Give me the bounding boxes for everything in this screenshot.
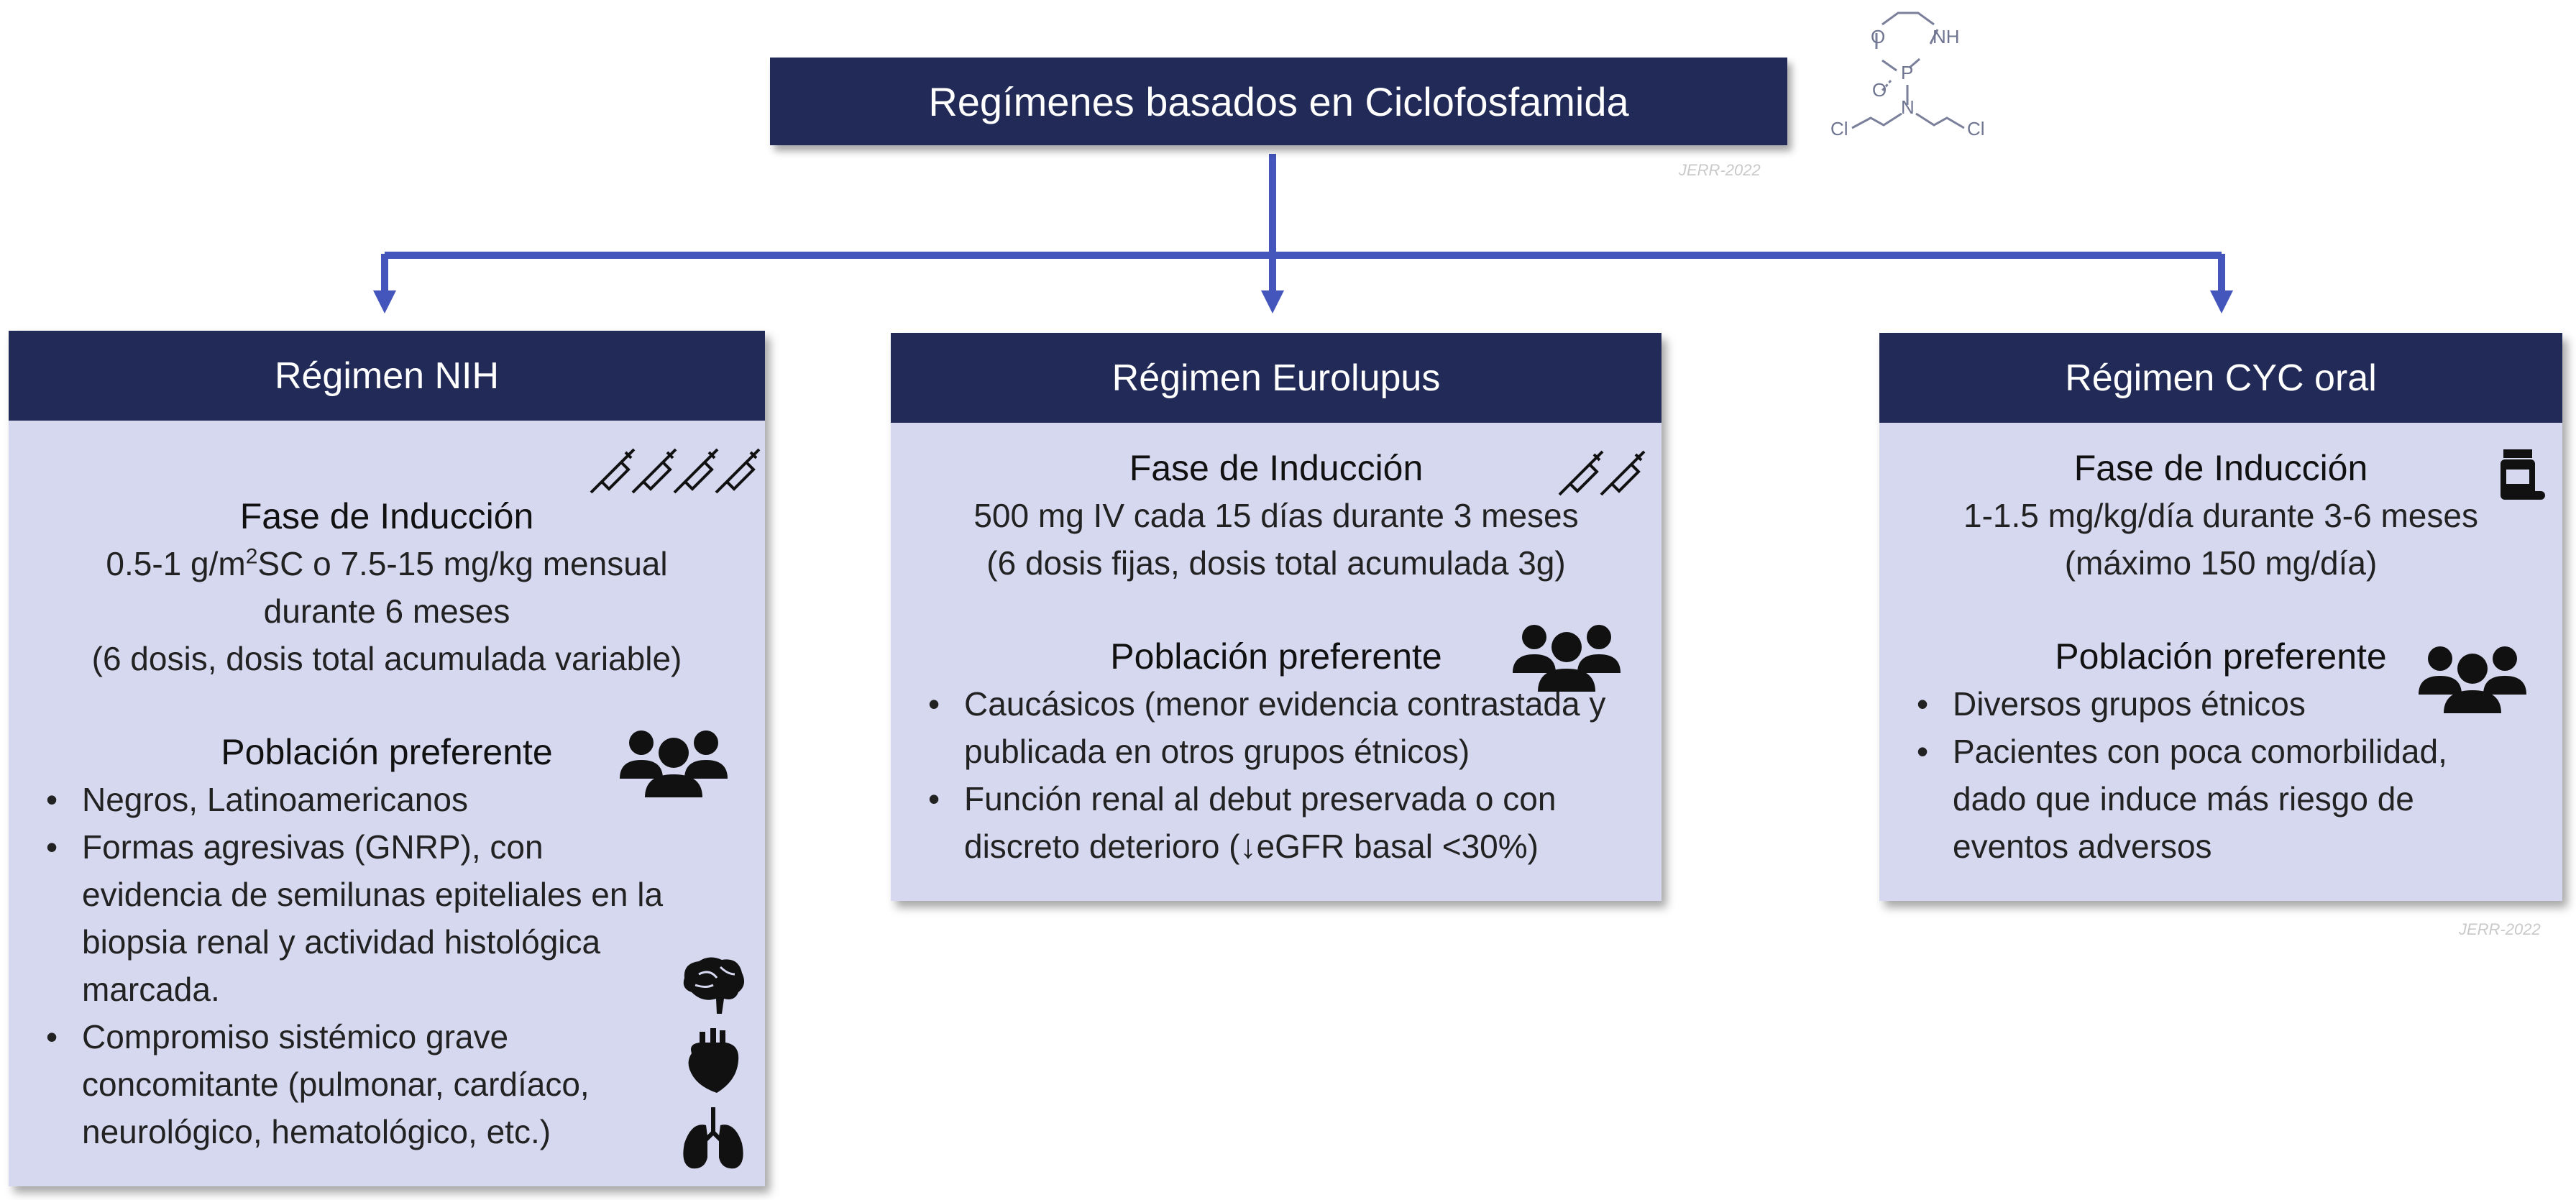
eurolupus-population-title: Población preferente xyxy=(1110,636,1442,677)
panel-eurolupus-title: Régimen Eurolupus xyxy=(1111,357,1441,399)
list-item: Diversos grupos étnicos xyxy=(1910,680,2489,728)
syringe-icon xyxy=(1558,450,1604,496)
eurolupus-induction-line2: (6 dosis fijas, dosis total acumulada 3g… xyxy=(986,544,1566,582)
mol-label-cl2: Cl xyxy=(1967,118,1985,139)
pill-bottle-icon xyxy=(2501,449,2545,500)
cyc-induction-line1: 1-1.5 mg/kg/día durante 3-6 meses xyxy=(1963,497,2478,534)
brain-icon xyxy=(683,957,745,1014)
list-item: Formas agresivas (GNRP), con evidencia d… xyxy=(39,823,684,1013)
syringe-icon xyxy=(1600,450,1646,496)
list-item: Negros, Latinoamericanos xyxy=(39,776,684,823)
panel-cyc-oral: Régimen CYC oral Fase de Inducción 1-1.5… xyxy=(1879,333,2562,901)
syringe-icon-group xyxy=(590,448,761,494)
eurolupus-induction-title: Fase de Inducción xyxy=(1129,448,1424,488)
cyc-population-list: Diversos grupos étnicos Pacientes con po… xyxy=(1910,680,2489,870)
panel-cyc-oral-body: Fase de Inducción 1-1.5 mg/kg/día durant… xyxy=(1879,423,2562,870)
cyc-induction-line2: (máximo 150 mg/día) xyxy=(2064,544,2378,582)
syringe-icon-group xyxy=(1558,450,1646,496)
nih-induction-title: Fase de Inducción xyxy=(239,496,534,536)
nih-population-list: Negros, Latinoamericanos Formas agresiva… xyxy=(39,776,684,1155)
nih-population-title: Población preferente xyxy=(221,732,553,772)
mol-label-n: N xyxy=(1901,96,1915,118)
list-item: Compromiso sistémico grave concomitante … xyxy=(39,1013,684,1155)
syringe-icon xyxy=(715,448,761,494)
panel-eurolupus: Régimen Eurolupus Fase de Inducción 500 … xyxy=(891,333,1661,901)
main-title-text: Regímenes basados en Ciclofosfamida xyxy=(928,78,1629,124)
nih-induction-line1: 0.5-1 g/m2SC o 7.5-15 mg/kg mensual xyxy=(106,544,668,582)
nih-induction-line3: (6 dosis, dosis total acumulada variable… xyxy=(91,640,682,677)
panel-nih-header: Régimen NIH xyxy=(9,331,765,421)
mol-label-p: P xyxy=(1901,62,1913,83)
list-item: Función renal al debut preservada o con … xyxy=(921,775,1631,870)
cyc-induction-title: Fase de Inducción xyxy=(2073,448,2368,488)
panel-eurolupus-body: Fase de Inducción 500 mg IV cada 15 días… xyxy=(891,423,1661,870)
nih-induction-line2: durante 6 meses xyxy=(263,592,510,630)
list-item: Pacientes con poca comorbilidad, dado qu… xyxy=(1910,728,2489,870)
mol-label-nh: NH xyxy=(1933,26,1960,47)
mol-label-cl1: Cl xyxy=(1830,118,1848,139)
watermark-top: JERR-2022 xyxy=(1679,161,1761,179)
group-icon xyxy=(620,730,728,797)
eurolupus-induction-line1: 500 mg IV cada 15 días durante 3 meses xyxy=(973,497,1579,534)
mol-label-o2: O xyxy=(1872,79,1887,101)
cyc-population-title: Población preferente xyxy=(2055,636,2387,677)
watermark-bottom: JERR-2022 xyxy=(2459,920,2541,938)
lungs-icon xyxy=(683,1107,743,1169)
cyclophosphamide-structure-icon: O NH O P N Cl Cl xyxy=(1830,12,1985,139)
syringe-icon xyxy=(673,448,719,494)
syringe-icon xyxy=(631,448,677,494)
syringe-icon xyxy=(590,448,636,494)
group-icon xyxy=(2419,646,2526,713)
main-title: Regímenes basados en Ciclofosfamida xyxy=(770,58,1787,145)
panel-eurolupus-header: Régimen Eurolupus xyxy=(891,333,1661,423)
panel-cyc-oral-header: Régimen CYC oral xyxy=(1879,333,2562,423)
panel-cyc-oral-title: Régimen CYC oral xyxy=(2065,357,2377,399)
panel-nih: Régimen NIH Fase de Inducción 0.5-1 g/m2… xyxy=(9,331,765,1186)
heart-icon xyxy=(688,1028,739,1093)
panel-nih-body: Fase de Inducción 0.5-1 g/m2SC o 7.5-15 … xyxy=(9,421,765,1155)
panel-nih-title: Régimen NIH xyxy=(274,354,500,397)
list-item: Caucásicos (menor evidencia contrastada … xyxy=(921,680,1631,775)
mol-label-o1: O xyxy=(1871,26,1885,47)
group-icon xyxy=(1513,625,1621,692)
eurolupus-population-list: Caucásicos (menor evidencia contrastada … xyxy=(921,680,1631,870)
